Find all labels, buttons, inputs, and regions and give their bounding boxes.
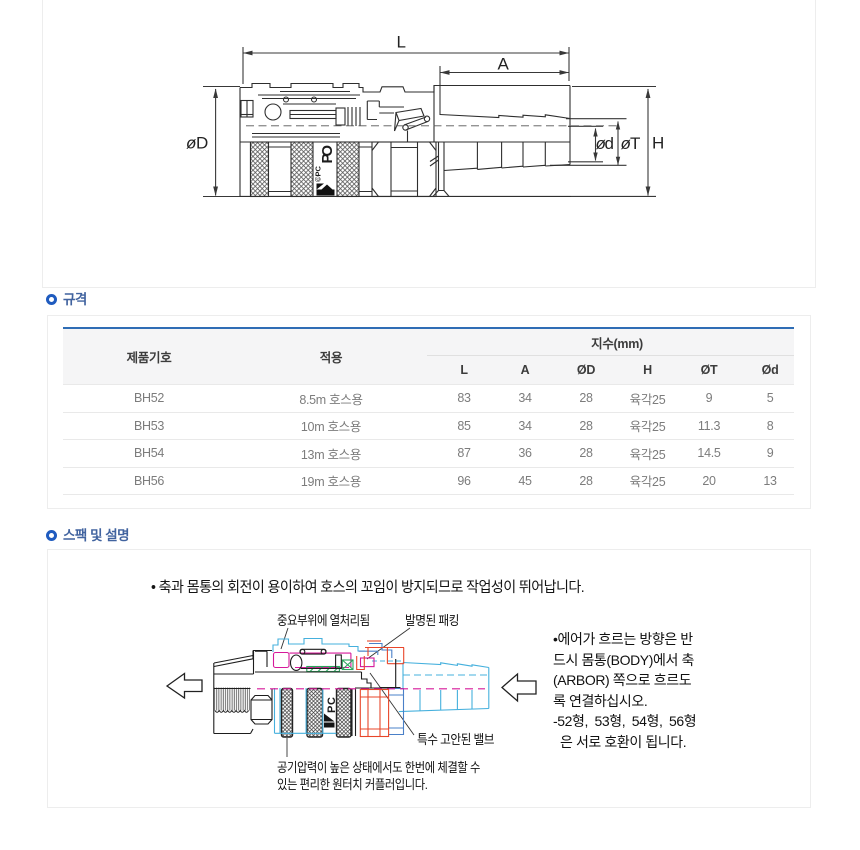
svg-text:L: L [397, 33, 406, 52]
svg-text:PC: PC [326, 697, 338, 713]
svg-text:H: H [652, 134, 664, 153]
svg-text:d: d [605, 134, 614, 153]
svg-text:PO: PO [319, 145, 336, 164]
svg-text:ø: ø [186, 134, 196, 153]
svg-text:A: A [498, 55, 510, 74]
svg-text:T: T [630, 134, 640, 153]
svg-text:©PC: ©PC [314, 165, 323, 182]
svg-text:ø: ø [596, 134, 606, 153]
svg-text:ø: ø [621, 134, 631, 153]
svg-text:D: D [196, 134, 208, 153]
